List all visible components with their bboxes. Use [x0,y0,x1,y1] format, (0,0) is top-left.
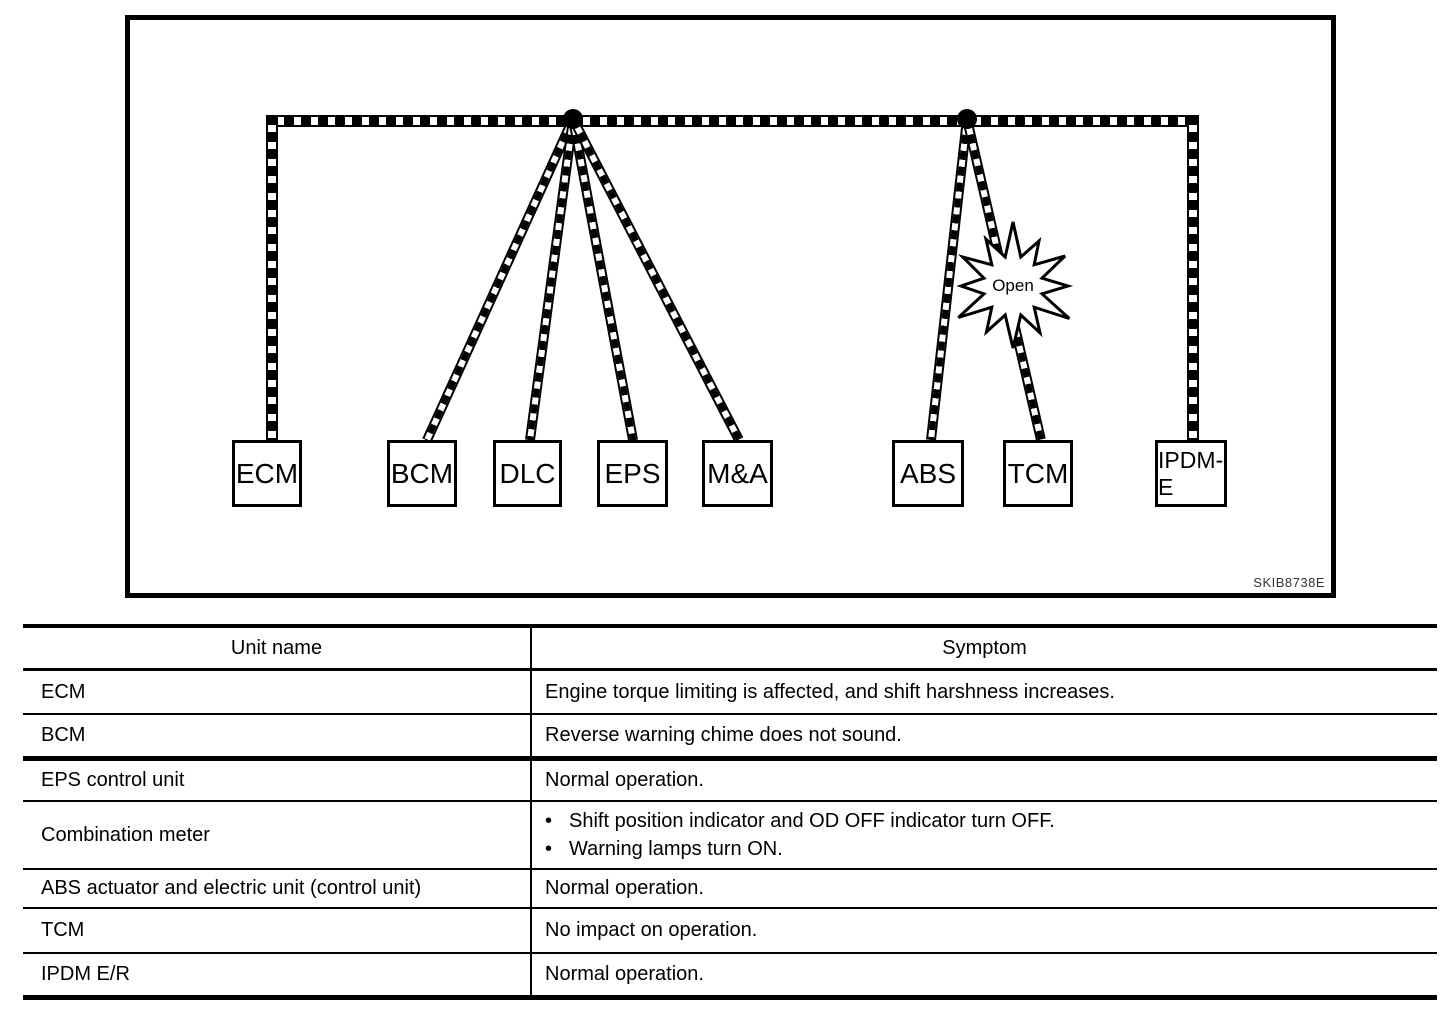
symptom-bullet-item: • Shift position indicator and OD OFF in… [545,807,1055,835]
table-header-row: Unit name Symptom [23,628,1437,671]
table-row-ecm: ECM Engine torque limiting is affected, … [23,671,1437,715]
unit-name-cell: ECM [41,680,86,703]
bus-junction-dot-left [563,109,583,129]
bullet-icon: • [545,810,553,832]
unit-name-cell: Combination meter [41,823,210,846]
node-box-abs: ABS [892,440,964,507]
symptom-table: Unit name Symptom ECM Engine torque limi… [23,624,1437,1000]
bullet-icon: • [545,838,553,860]
table-row-ipdm-er: IPDM E/R Normal operation. [23,954,1437,995]
symptom-cell: Normal operation. [530,761,1437,800]
node-box-ma: M&A [702,440,773,507]
symptom-cell: Normal operation. [530,870,1437,907]
open-fault-burst-icon [956,221,1074,349]
symptom-header: Symptom [530,628,1437,668]
table-row-combination-meter: Combination meter • Shift position indic… [23,802,1437,870]
symptom-cell: Engine torque limiting is affected, and … [530,671,1437,713]
symptom-bullet-text: Shift position indicator and OD OFF indi… [569,810,1055,832]
node-box-tcm: TCM [1003,440,1073,507]
unit-name-cell: ABS actuator and electric unit (control … [41,877,422,899]
table-row-tcm: TCM No impact on operation. [23,909,1437,954]
unit-name-cell: TCM [41,919,85,941]
node-box-eps: EPS [597,440,668,507]
symptom-bullet-text: Warning lamps turn ON. [569,838,783,860]
ecm-branch-line [266,115,278,440]
unit-name-cell: IPDM E/R [41,963,130,985]
symptom-bullet-item: • Warning lamps turn ON. [545,835,783,863]
unit-name-cell: EPS control unit [41,769,185,791]
symptom-cell: No impact on operation. [530,909,1437,952]
unit-name-cell: BCM [41,724,86,746]
unit-name-header: Unit name [230,636,323,659]
node-box-ipdm-e: IPDM-E [1155,440,1227,507]
figure-code: SKIB8738E [1253,575,1325,590]
node-box-bcm: BCM [387,440,457,507]
ma-branch-line [568,116,744,442]
can-diagram-panel: Open ECM BCM DLC EPS M&A ABS TCM IPDM-E … [125,15,1336,598]
table-row-eps: EPS control unit Normal operation. [23,761,1437,802]
node-box-dlc: DLC [493,440,562,507]
can-bus-horizontal-line [267,115,1198,127]
table-row-bcm: BCM Reverse warning chime does not sound… [23,715,1437,761]
table-row-abs: ABS actuator and electric unit (control … [23,870,1437,909]
node-box-ecm: ECM [232,440,302,507]
symptom-cell: Normal operation. [530,954,1437,995]
symptom-cell: • Shift position indicator and OD OFF in… [530,802,1437,868]
ipdm-branch-line [1187,115,1199,440]
bus-junction-dot-right [957,109,977,129]
symptom-cell: Reverse warning chime does not sound. [530,715,1437,756]
